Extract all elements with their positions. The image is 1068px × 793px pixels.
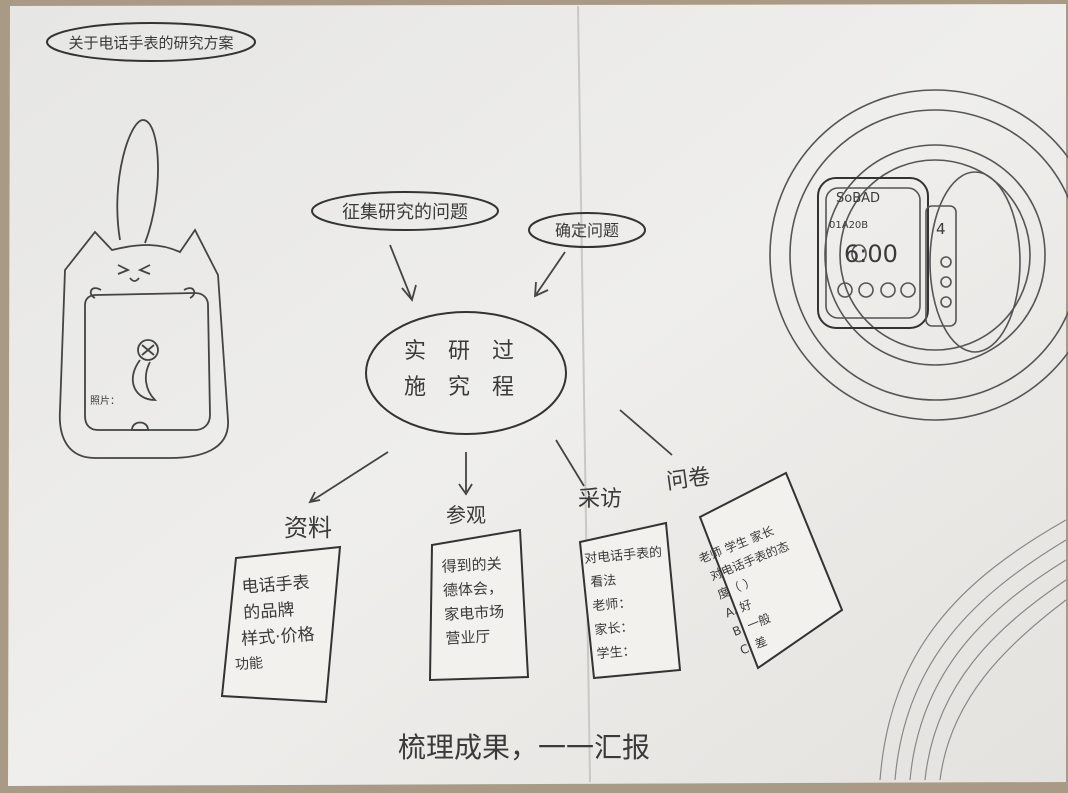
branch-label-interview: 采访 <box>578 487 622 512</box>
watch-time: 6:00 <box>844 240 898 268</box>
card-materials-line-4: 功能 <box>234 655 263 673</box>
card-visit-line-3: 家电市场 <box>444 603 505 624</box>
center-col-2-bottom: 究 <box>448 375 470 400</box>
card-materials-text: 电话手表 的品牌 样式·价格 功能 <box>229 572 322 673</box>
card-visit-line-1: 得到的关 <box>441 555 502 576</box>
center-col-2-top: 研 <box>448 339 470 364</box>
watch-date: 01A20B <box>829 220 868 231</box>
tag-collect-questions: 征集研究的问题 <box>311 191 499 231</box>
card-interview-line-2: 看法 <box>590 572 617 590</box>
card-materials-line-1: 电话手表 <box>241 573 310 598</box>
tag-confirm-questions: 确定问题 <box>528 212 646 248</box>
watch-brand: SoBAD <box>836 191 880 206</box>
card-visit-text: 得到的关 德体会， 家电市场 营业厅 <box>441 554 510 647</box>
center-col-3-top: 过 <box>492 339 514 364</box>
card-visit-line-2: 德体会， <box>442 579 503 600</box>
cat-phone-watch-illustration <box>58 119 229 459</box>
phone-photo-label: 照片： <box>90 394 120 407</box>
watch-side-number: 4 <box>936 220 946 238</box>
branch-arrows <box>308 409 673 504</box>
center-col-1-top: 实 <box>404 339 426 364</box>
branch-label-visit: 参观 <box>446 503 486 527</box>
tag-arrows <box>389 244 566 302</box>
paper-fold <box>577 5 591 783</box>
center-col-3: 过 程 <box>492 339 521 400</box>
smartwatch-illustration <box>769 89 1068 421</box>
center-col-3-bottom: 程 <box>492 375 514 400</box>
tag-confirm-text: 确定问题 <box>555 221 619 240</box>
card-interview-line-4: 家长： <box>594 619 634 638</box>
card-interview-text: 对电话手表的 看法 老师： 家长： 学生： <box>584 544 676 663</box>
title-bubble: 关于电话手表的研究方案 <box>46 22 256 62</box>
card-interview-line-3: 老师： <box>592 596 632 614</box>
card-interview: 对电话手表的 看法 老师： 家长： 学生： <box>578 521 682 680</box>
card-interview-line-5: 学生： <box>596 643 636 662</box>
footer-text: 梳理成果，一一汇报 <box>398 731 650 764</box>
smartwatch-face: SoBAD 01A20B 6:00 4 <box>829 191 946 268</box>
card-materials: 电话手表 的品牌 样式·价格 功能 <box>220 545 342 704</box>
card-materials-line-2: 的品牌 <box>243 600 295 624</box>
branch-label-materials: 资料 <box>284 514 332 542</box>
center-col-2: 研 究 <box>448 339 477 400</box>
title-text: 关于电话手表的研究方案 <box>68 34 233 52</box>
paper-sheet <box>8 4 1066 786</box>
card-visit-line-4: 营业厅 <box>445 627 491 647</box>
branch-label-survey: 问卷 <box>665 464 712 495</box>
center-col-1-bottom: 施 <box>404 375 426 400</box>
card-interview-line-1: 对电话手表的 <box>584 544 663 567</box>
card-visit: 得到的关 德体会， 家电市场 营业厅 <box>428 528 530 682</box>
center-col-1: 实 施 <box>404 339 433 400</box>
card-survey: 老师 学生 家长 对电话手表的态 度（ ） A. 好 B. 一般 C. 差 <box>696 471 844 670</box>
center-node: 实 施 研 究 过 程 <box>365 311 567 435</box>
tag-collect-text: 征集研究的问题 <box>342 202 468 223</box>
decorative-swirls <box>879 519 1067 781</box>
